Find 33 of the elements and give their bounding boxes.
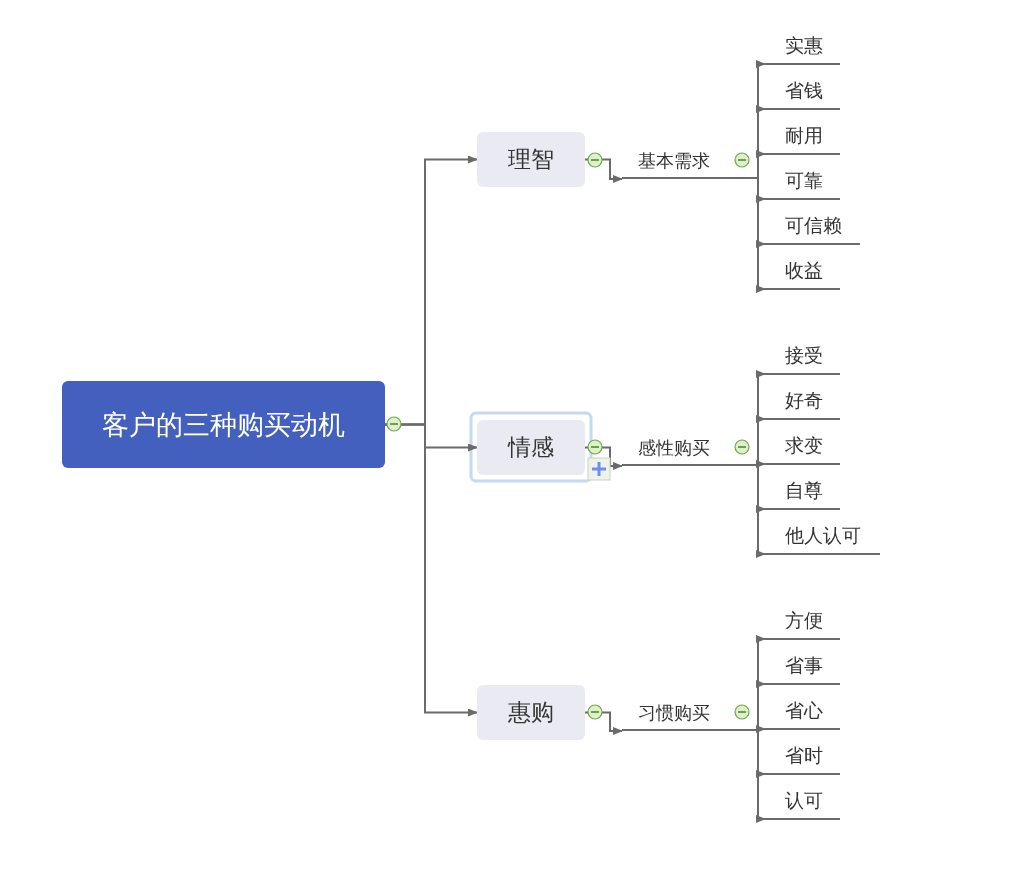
connector-arrow: [384, 423, 478, 717]
subtopic-label: 习惯购买: [622, 696, 758, 731]
connector-arrow: [756, 177, 766, 293]
connector-arrow: [756, 729, 766, 823]
leaf-label: 好奇: [765, 385, 840, 420]
leaf-label: 可信赖: [765, 210, 860, 245]
topic-box: 情感: [477, 420, 585, 475]
leaf-label: 他人认可: [765, 520, 880, 555]
leaf-label: 求变: [765, 430, 840, 465]
connector-arrow: [756, 464, 766, 558]
connector-arrow: [584, 158, 623, 183]
topic-box: 客户的三种购买动机: [62, 381, 385, 468]
connector-arrow: [756, 725, 766, 733]
leaf-label: 自尊: [765, 475, 840, 510]
leaf-label: 耐用: [765, 120, 840, 155]
leaf-label: 实惠: [765, 30, 840, 65]
subtopic-label: 感性购买: [622, 431, 758, 466]
leaf-label: 可靠: [765, 165, 840, 200]
connector-arrow: [584, 446, 623, 470]
leaf-label: 接受: [765, 340, 840, 375]
leaf-label: 方便: [765, 605, 840, 640]
leaf-label: 省事: [765, 650, 840, 685]
topic-box: 惠购: [477, 685, 585, 740]
connector-arrow: [756, 150, 766, 179]
leaf-label: 省心: [765, 695, 840, 730]
leaf-label: 认可: [765, 785, 840, 820]
leaf-label: 收益: [765, 255, 840, 290]
leaf-label: 省钱: [765, 75, 840, 110]
connector-arrow: [756, 460, 766, 468]
connector-arrow: [584, 711, 623, 735]
leaf-label: 省时: [765, 740, 840, 775]
topic-box: 理智: [477, 132, 585, 187]
subtopic-label: 基本需求: [622, 144, 758, 179]
